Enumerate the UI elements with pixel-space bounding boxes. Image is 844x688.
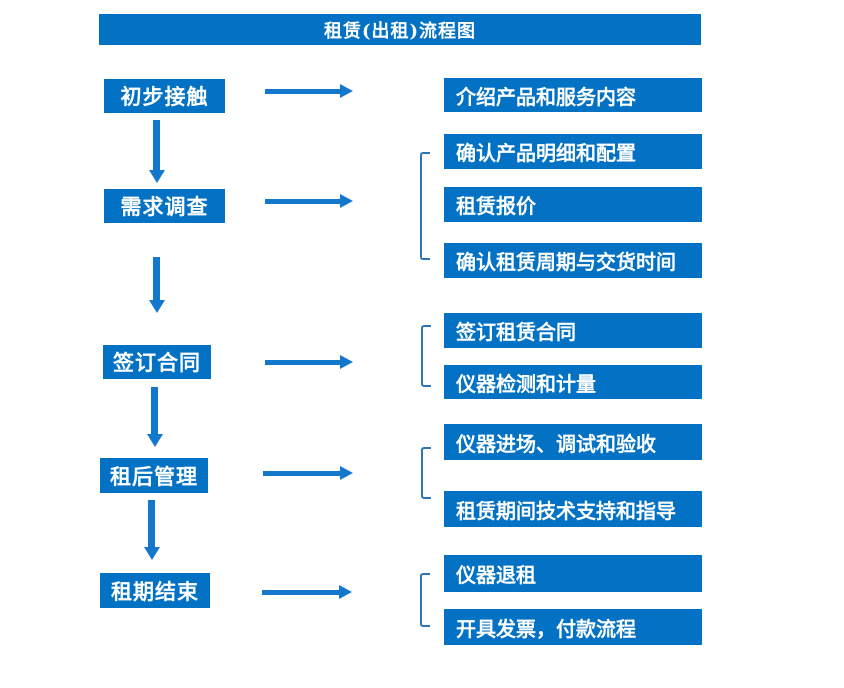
output-box-confirm-details: 确认产品明细和配置 (444, 134, 702, 169)
right-arrow-head (340, 84, 353, 98)
right-arrow-head (340, 466, 353, 480)
right-arrow-head (339, 585, 352, 599)
right-arrow-3 (265, 355, 353, 369)
down-arrow-shaft (148, 500, 155, 547)
right-arrow-shaft (265, 360, 340, 365)
right-arrow-head (340, 355, 353, 369)
down-arrow-shaft (153, 257, 160, 300)
right-arrow-shaft (265, 199, 340, 204)
step-box-initial-contact: 初步接触 (104, 79, 225, 113)
right-arrow-1 (265, 84, 353, 98)
down-arrow-head (147, 434, 163, 447)
group-bracket-sign-contract (421, 325, 431, 387)
right-arrow-shaft (263, 471, 340, 476)
flowchart-title-banner: 租赁(出租)流程图 (99, 14, 701, 45)
output-box-instrument-setup: 仪器进场、调试和验收 (444, 424, 702, 460)
right-arrow-5 (262, 585, 352, 599)
step-box-post-rental-management: 租后管理 (100, 458, 208, 493)
down-arrow-shaft (153, 120, 160, 170)
right-arrow-2 (265, 194, 353, 208)
output-box-rental-quote: 租赁报价 (444, 187, 702, 222)
right-arrow-4 (263, 466, 353, 480)
output-box-invoice-payment: 开具发票，付款流程 (444, 609, 702, 645)
group-bracket-lease-end (420, 573, 430, 627)
output-box-instrument-return: 仪器退租 (444, 555, 702, 592)
down-arrow-3 (147, 387, 163, 447)
down-arrow-1 (149, 120, 165, 183)
down-arrow-head (149, 300, 165, 313)
group-bracket-demand-survey (420, 152, 430, 260)
step-box-lease-end: 租期结束 (100, 573, 210, 608)
right-arrow-shaft (262, 590, 339, 595)
down-arrow-2 (149, 257, 165, 313)
output-box-intro-products: 介绍产品和服务内容 (444, 78, 702, 112)
output-box-sign-lease-contract: 签订租赁合同 (444, 313, 702, 348)
down-arrow-shaft (151, 387, 158, 434)
down-arrow-4 (144, 500, 160, 560)
right-arrow-head (340, 194, 353, 208)
step-box-sign-contract: 签订合同 (103, 345, 211, 379)
down-arrow-head (144, 547, 160, 560)
output-box-instrument-testing: 仪器检测和计量 (444, 365, 702, 399)
output-box-confirm-period-delivery: 确认租赁周期与交货时间 (444, 243, 702, 278)
right-arrow-shaft (265, 89, 340, 94)
step-box-demand-survey: 需求调查 (104, 189, 225, 223)
group-bracket-post-rental (421, 447, 431, 499)
down-arrow-head (149, 170, 165, 183)
output-box-tech-support: 租赁期间技术支持和指导 (444, 491, 702, 527)
